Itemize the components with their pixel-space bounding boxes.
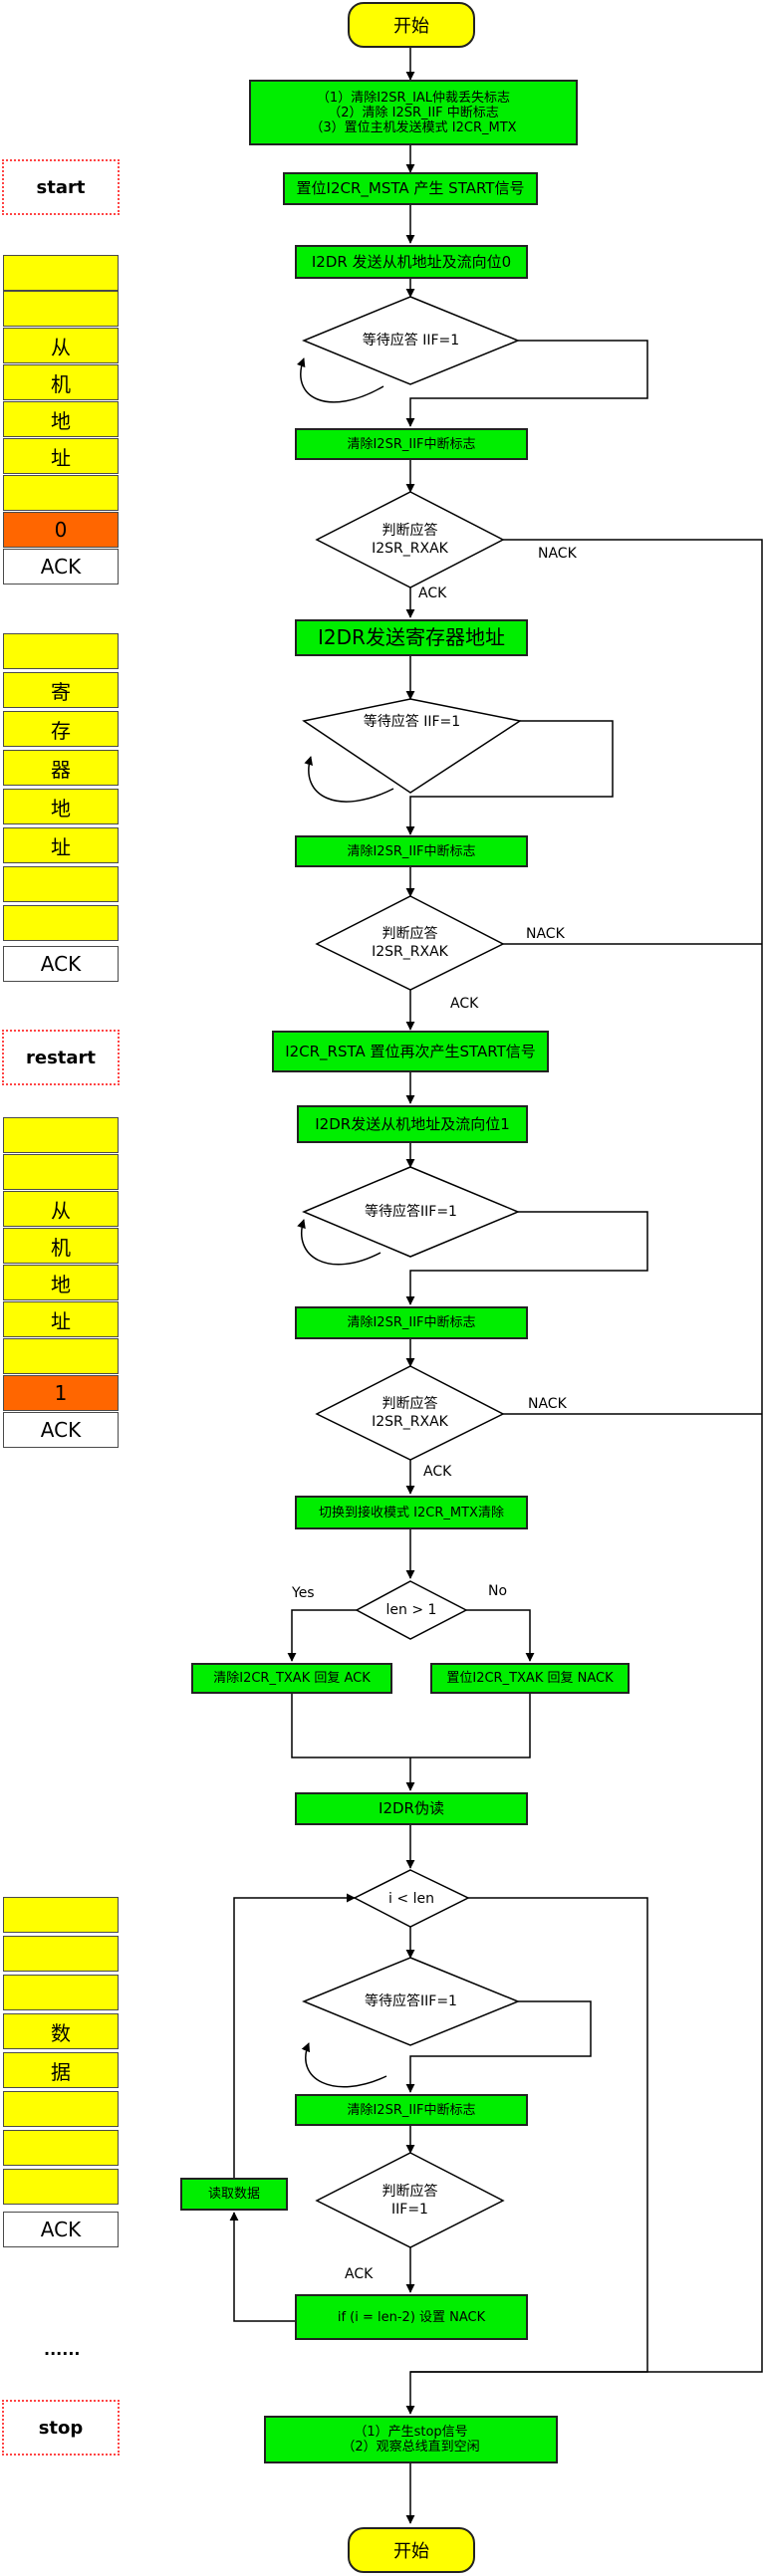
decision-wait2 bbox=[302, 698, 522, 794]
byte-cell: 地 bbox=[3, 401, 119, 437]
byte-cell bbox=[3, 1975, 119, 2010]
set-nack-step: if (i = len-2) 设置 NACK bbox=[295, 2294, 528, 2340]
start-tag: start bbox=[2, 159, 120, 215]
stop-step: （1）产生stop信号 （2）观察总线直到空闲 bbox=[264, 2416, 558, 2463]
byte-cell bbox=[3, 866, 119, 902]
byte-cell bbox=[3, 291, 119, 327]
edge bbox=[287, 1609, 357, 1662]
edge bbox=[405, 1211, 648, 1305]
byte-cell bbox=[3, 633, 119, 669]
stop-line-1: （1）产生stop信号 bbox=[354, 2425, 468, 2440]
ack-cell: ACK bbox=[3, 1412, 119, 1448]
byte-cell: 址 bbox=[3, 827, 119, 863]
restart-step: I2CR_RSTA 置位再次产生START信号 bbox=[272, 1031, 549, 1072]
decision-check3 bbox=[315, 1365, 505, 1461]
byte-cell: 地 bbox=[3, 789, 119, 824]
decision-wait1 bbox=[302, 296, 520, 385]
ack-cell: ACK bbox=[3, 946, 119, 982]
msta-step: 置位I2CR_MSTA 产生 START信号 bbox=[283, 172, 538, 205]
rw-bit-cell: 1 bbox=[3, 1375, 119, 1411]
byte-cell: 寄 bbox=[3, 672, 119, 708]
edge bbox=[405, 2000, 592, 2093]
txak-set-step: 置位I2CR_TXAK 回复 NACK bbox=[430, 1663, 630, 1694]
edge bbox=[233, 1893, 356, 2191]
decision-wait3 bbox=[302, 1166, 520, 1258]
clear-iif-step: 清除I2SR_IIF中断标志 bbox=[295, 428, 528, 460]
byte-cell: 据 bbox=[3, 2052, 119, 2088]
byte-cell bbox=[3, 1117, 119, 1153]
edge bbox=[405, 539, 763, 2415]
ack-cell: ACK bbox=[3, 2212, 119, 2247]
ack-label: ACK bbox=[345, 2266, 374, 2282]
nack-label: NACK bbox=[528, 1396, 567, 1412]
clear-iif-step: 清除I2SR_IIF中断标志 bbox=[295, 835, 528, 867]
ellipsis-text: ...... bbox=[44, 2340, 81, 2359]
init-line-1: （1）清除I2SR_IAL仲裁丢失标志 bbox=[316, 90, 511, 106]
loop-edge bbox=[297, 1219, 382, 1266]
byte-cell: 器 bbox=[3, 750, 119, 786]
txak-clear-step: 清除I2CR_TXAK 回复 ACK bbox=[191, 1663, 392, 1694]
byte-cell bbox=[3, 255, 119, 291]
ack-label: ACK bbox=[418, 585, 447, 601]
init-line-3: （3）置位主机发送模式 I2CR_MTX bbox=[310, 119, 517, 135]
decision-check1 bbox=[315, 491, 505, 588]
byte-cell: 数 bbox=[3, 2013, 119, 2049]
byte-cell bbox=[3, 1338, 119, 1374]
byte-cell bbox=[3, 475, 119, 511]
send-addr-read-step: I2DR发送从机地址及流向位1 bbox=[297, 1105, 528, 1143]
loop-edge bbox=[301, 2042, 387, 2088]
edge bbox=[405, 720, 614, 835]
loop-edge bbox=[296, 357, 384, 403]
byte-cell bbox=[3, 1897, 119, 1933]
byte-cell bbox=[3, 2130, 119, 2166]
stop-line-2: （2）观察总线直到空闲 bbox=[342, 2440, 480, 2455]
ack-label: ACK bbox=[450, 996, 479, 1012]
byte-cell: 址 bbox=[3, 1301, 119, 1337]
byte-cell: 机 bbox=[3, 1228, 119, 1264]
decision-loop bbox=[353, 1869, 470, 1928]
decision-check2 bbox=[315, 895, 505, 991]
start-terminal: 开始 bbox=[348, 2, 475, 48]
switch-rx-step: 切换到接收模式 I2CR_MTX清除 bbox=[295, 1496, 528, 1529]
decision-wait4 bbox=[302, 1957, 520, 2046]
edge bbox=[291, 1694, 531, 1758]
init-line-2: （2）清除 I2SR_IIF 中断标志 bbox=[328, 105, 499, 120]
no-label: No bbox=[488, 1583, 508, 1599]
clear-iif-step: 清除I2SR_IIF中断标志 bbox=[295, 2094, 528, 2126]
edge bbox=[229, 2212, 295, 2322]
byte-cell: 存 bbox=[3, 711, 119, 747]
nack-label: NACK bbox=[538, 546, 577, 562]
ack-label: ACK bbox=[423, 1464, 452, 1480]
send-reg-step: I2DR发送寄存器地址 bbox=[295, 619, 528, 656]
byte-cell: 地 bbox=[3, 1265, 119, 1300]
ack-cell: ACK bbox=[3, 549, 119, 585]
dummy-read-step: I2DR伪读 bbox=[295, 1792, 528, 1825]
end-terminal: 开始 bbox=[348, 2527, 475, 2573]
byte-cell bbox=[3, 1936, 119, 1972]
init-step: （1）清除I2SR_IAL仲裁丢失标志 （2）清除 I2SR_IIF 中断标志 … bbox=[249, 80, 578, 145]
rw-bit-cell: 0 bbox=[3, 512, 119, 548]
clear-iif-step: 清除I2SR_IIF中断标志 bbox=[295, 1306, 528, 1339]
nack-label: NACK bbox=[526, 926, 565, 942]
edge bbox=[466, 1609, 535, 1662]
loop-edge bbox=[304, 756, 394, 803]
decision-check4 bbox=[315, 2152, 505, 2248]
decision-len bbox=[355, 1580, 468, 1640]
read-data-step: 读取数据 bbox=[180, 2178, 288, 2211]
byte-cell: 从 bbox=[3, 328, 119, 363]
byte-cell: 机 bbox=[3, 364, 119, 400]
byte-cell bbox=[3, 1154, 119, 1190]
restart-tag: restart bbox=[2, 1030, 120, 1085]
byte-cell bbox=[3, 2169, 119, 2205]
edge bbox=[405, 340, 648, 427]
byte-cell: 址 bbox=[3, 438, 119, 474]
byte-cell bbox=[3, 2091, 119, 2127]
stop-tag: stop bbox=[2, 2400, 120, 2456]
byte-cell: 从 bbox=[3, 1191, 119, 1227]
send-addr-write-step: I2DR 发送从机地址及流向位0 bbox=[295, 245, 528, 279]
byte-cell bbox=[3, 905, 119, 941]
yes-label: Yes bbox=[292, 1585, 315, 1601]
